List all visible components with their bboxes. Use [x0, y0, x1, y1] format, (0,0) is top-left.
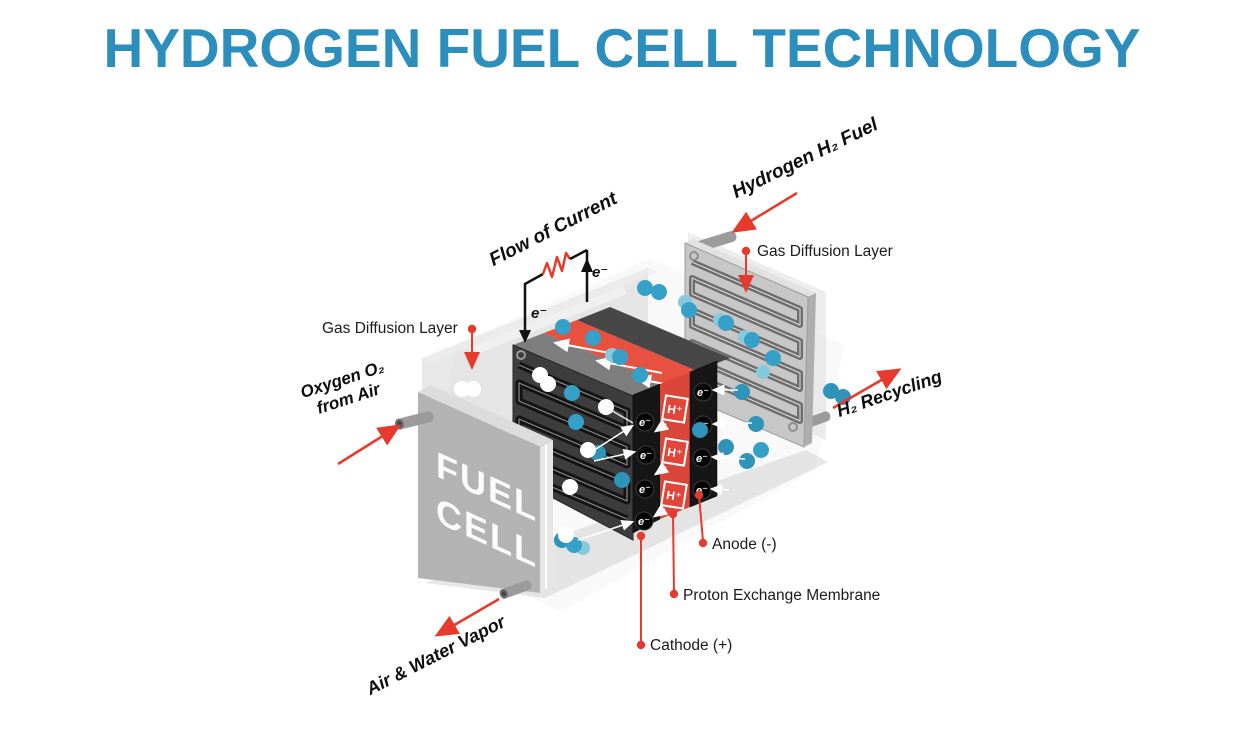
- h2-molecule-dot: [748, 416, 764, 432]
- hydrogen-molecules: [554, 280, 851, 555]
- svg-text:e⁻: e⁻: [696, 453, 708, 465]
- flow-arrows: [337, 191, 902, 637]
- hydrogen-inlet-arrow: [731, 191, 798, 233]
- anode-top: [577, 307, 730, 371]
- gas-diffusion-layer-left-label: Gas Diffusion Layer: [322, 320, 458, 337]
- electron-badge: e⁻: [692, 448, 712, 468]
- h2-molecule-dot: [718, 439, 734, 455]
- electron-label-right: e⁻: [592, 264, 608, 281]
- leader-anode: [694, 490, 708, 548]
- h2-molecule-dot: [756, 365, 770, 379]
- leader-membrane: [668, 509, 679, 599]
- electron-down-arrow: [519, 330, 531, 343]
- h2-recycling-arrow: [832, 368, 902, 410]
- o2-molecule-dot: [454, 381, 470, 397]
- electron-up-arrow: [581, 258, 593, 272]
- svg-text:H⁺: H⁺: [665, 488, 682, 504]
- h2-molecule-dot: [614, 472, 630, 488]
- electron-badge: e⁻: [636, 445, 656, 465]
- h2-molecule-dot: [632, 367, 648, 383]
- leader-gdl-right: [738, 246, 754, 293]
- svg-text:e⁻: e⁻: [639, 484, 651, 496]
- h2-molecule-dot: [718, 315, 734, 331]
- electron-badges-cathode: e⁻ e⁻ e⁻ e⁻: [634, 412, 656, 531]
- leader-lines: [464, 246, 754, 650]
- o2-molecule-dot: [465, 381, 481, 397]
- proton-badge: H⁺: [661, 437, 689, 467]
- leader-cathode: [636, 531, 646, 650]
- electron-badge: e⁻: [635, 412, 655, 432]
- proton-badges: H⁺ H⁺ H⁺: [660, 394, 689, 510]
- svg-text:e⁻: e⁻: [638, 516, 650, 528]
- page-title: HYDROGEN FUEL CELL TECHNOLOGY: [103, 17, 1141, 79]
- leader-gdl-left: [464, 324, 480, 370]
- svg-text:e⁻: e⁻: [640, 450, 652, 462]
- cathode-gdl-top: [513, 333, 664, 396]
- proton-badge: H⁺: [660, 480, 688, 510]
- h2-molecule-dot: [692, 422, 708, 438]
- air-vapor-arrow: [434, 597, 500, 637]
- svg-text:e⁻: e⁻: [639, 417, 651, 429]
- o2-molecule-dot: [562, 479, 578, 495]
- proton-exchange-membrane-label: Proton Exchange Membrane: [683, 587, 881, 604]
- o2-molecule-dot: [580, 442, 596, 458]
- h2-molecule-dot: [651, 284, 667, 300]
- electron-path-arrows: [577, 384, 753, 541]
- h2-molecule-dot: [555, 319, 571, 335]
- svg-text:e⁻: e⁻: [697, 387, 709, 399]
- h2-molecule-dot: [681, 302, 697, 318]
- electron-badge: e⁻: [635, 479, 655, 499]
- left-end-plate: FUEL CELL: [418, 385, 553, 593]
- h2-molecule-dot: [765, 350, 781, 366]
- o2-molecule-dot: [558, 527, 574, 543]
- cathode-label: Cathode (+): [650, 637, 733, 654]
- svg-text:H⁺: H⁺: [666, 445, 683, 461]
- current-circuit: e⁻ e⁻: [519, 248, 608, 343]
- electron-badge: e⁻: [634, 511, 654, 531]
- oxygen-inlet-arrow: [337, 424, 402, 466]
- h2-molecule-dot: [734, 384, 750, 400]
- air-vapor-outlet-pipe: [499, 580, 532, 599]
- h2-molecule-dot: [739, 453, 755, 469]
- h2-molecule-dot: [568, 414, 584, 430]
- svg-text:H⁺: H⁺: [666, 402, 683, 418]
- electron-badge: e⁻: [693, 382, 713, 402]
- gas-diffusion-layer-right-label: Gas Diffusion Layer: [757, 243, 893, 260]
- h2-molecule-dot: [744, 332, 760, 348]
- electron-label-left: e⁻: [531, 305, 547, 322]
- proton-badge: H⁺: [661, 394, 689, 424]
- o2-molecule-dot: [540, 376, 556, 392]
- oxygen-molecules: [454, 367, 614, 543]
- o2-molecule-dot: [598, 399, 614, 415]
- h2-molecule-dot: [753, 442, 769, 458]
- h2-molecule-dot: [612, 349, 628, 365]
- h2-molecule-dot: [585, 330, 601, 346]
- h2-molecule-dot: [564, 385, 580, 401]
- h2-molecule-dot: [637, 280, 653, 296]
- resistor-icon: [541, 251, 572, 279]
- anode-label: Anode (-): [712, 536, 777, 553]
- h2-molecule-dot: [823, 383, 839, 399]
- proton-flow-arrows: [652, 419, 670, 518]
